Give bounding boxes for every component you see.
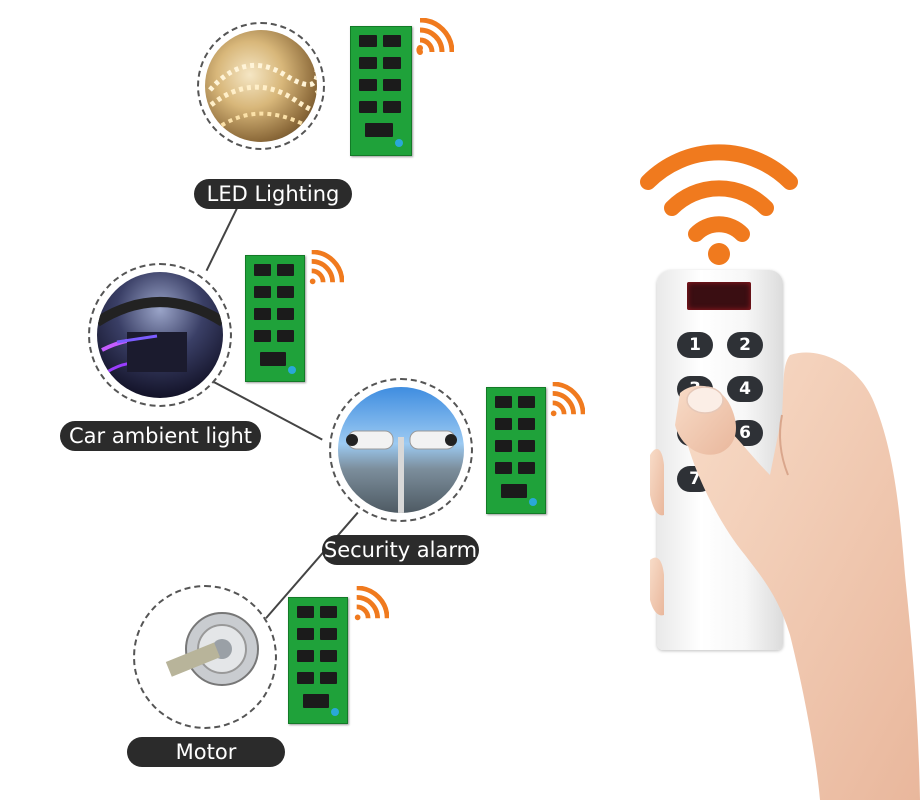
hand-illustration xyxy=(650,352,920,800)
wifi-broadcast-icon xyxy=(640,144,798,265)
motor-photo xyxy=(142,594,268,720)
remote-key-2[interactable]: 2 xyxy=(727,332,763,358)
receiver-board-2 xyxy=(245,255,305,382)
receiver-board-1 xyxy=(350,26,412,156)
remote-key-4[interactable]: 4 xyxy=(727,376,763,402)
wifi-signal-icon xyxy=(354,586,389,621)
remote-key-1[interactable]: 1 xyxy=(677,332,713,358)
led-lighting-circle xyxy=(197,22,325,150)
car-interior-photo xyxy=(97,272,223,398)
connector-led-car xyxy=(206,208,238,272)
security-camera-photo xyxy=(338,387,464,513)
car-ambient-label: Car ambient light xyxy=(60,421,261,451)
security-alarm-circle xyxy=(329,378,473,522)
wifi-signal-icon xyxy=(550,382,585,417)
receiver-board-3 xyxy=(486,387,546,514)
motor-circle xyxy=(133,585,277,729)
led-lighting-label: LED Lighting xyxy=(194,179,352,209)
receiver-board-4 xyxy=(288,597,348,724)
led-strip-photo xyxy=(205,30,317,142)
wifi-signal-icon xyxy=(309,250,344,285)
car-ambient-circle xyxy=(88,263,232,407)
wifi-signal-icon xyxy=(416,18,454,55)
security-alarm-label: Security alarm xyxy=(322,535,479,565)
remote-indicator xyxy=(687,282,751,310)
motor-label: Motor xyxy=(127,737,285,767)
